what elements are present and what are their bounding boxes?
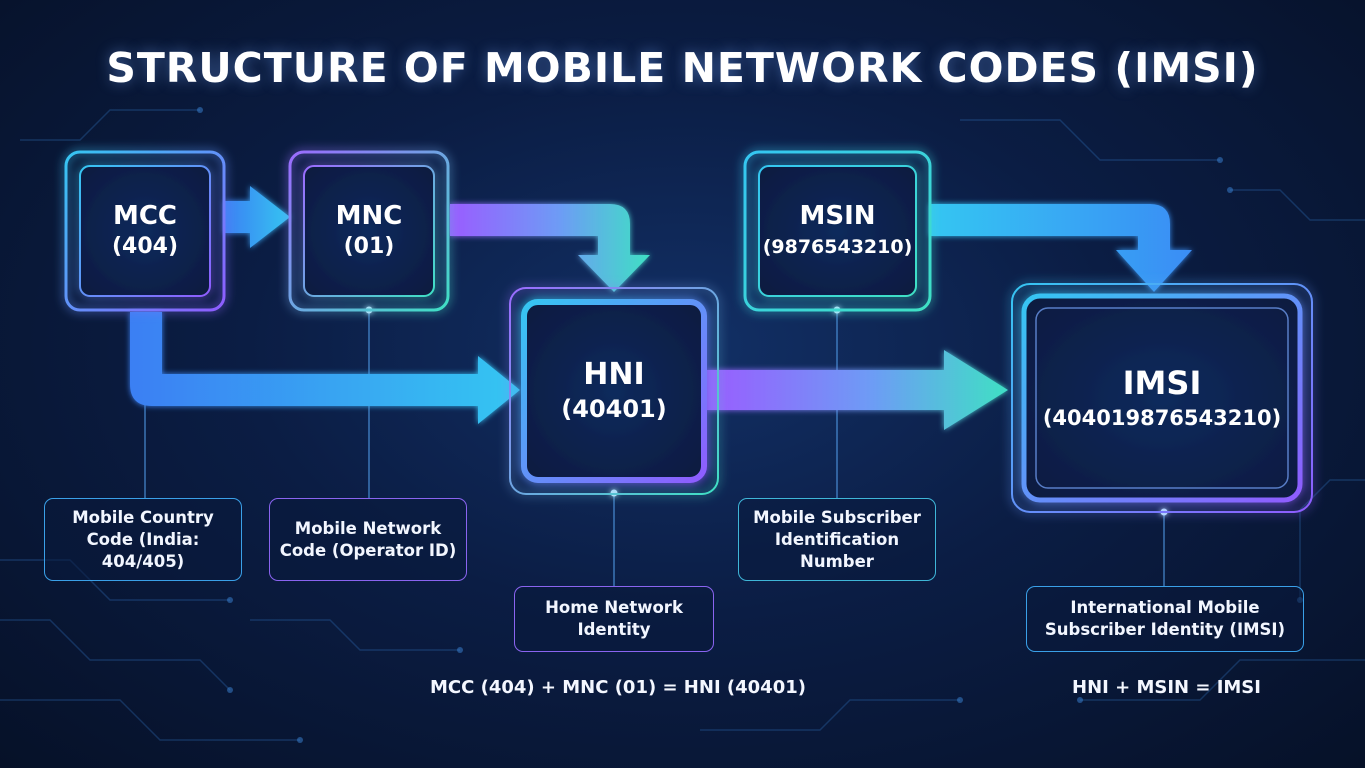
arrow-mcc-to-mnc bbox=[224, 186, 290, 248]
mnc-value: (01) bbox=[343, 234, 395, 259]
hni-description: Home Network Identity bbox=[514, 586, 714, 652]
imsi-code: IMSI bbox=[1122, 364, 1202, 402]
mcc-value: (404) bbox=[111, 234, 179, 259]
msin-code: MSIN bbox=[799, 201, 876, 231]
mnc-node: MNC (01) bbox=[304, 166, 434, 296]
msin-node: MSIN (9876543210) bbox=[759, 166, 916, 296]
imsi-node: IMSI (404019876543210) bbox=[1024, 296, 1300, 500]
mnc-frame bbox=[288, 150, 450, 312]
mcc-code: MCC bbox=[112, 201, 178, 231]
imsi-description: International Mobile Subscriber Identity… bbox=[1026, 586, 1304, 652]
msin-value: (9876543210) bbox=[762, 236, 913, 258]
hni-frame bbox=[509, 287, 719, 495]
arrow-hni-to-imsi bbox=[706, 350, 1008, 430]
hni-formula: MCC (404) + MNC (01) = HNI (40401) bbox=[430, 677, 806, 698]
page-title: STRUCTURE OF MOBILE NETWORK CODES (IMSI) bbox=[106, 44, 1259, 92]
msin-frame bbox=[743, 150, 932, 312]
arrow-mcc-to-hni bbox=[130, 312, 520, 424]
arrow-msin-to-imsi bbox=[930, 204, 1192, 292]
arrow-mnc-to-hni bbox=[450, 204, 650, 292]
mcc-frame bbox=[64, 150, 226, 312]
imsi-frame bbox=[1011, 283, 1313, 513]
mcc-node: MCC (404) bbox=[80, 166, 210, 296]
mnc-code: MNC bbox=[335, 201, 403, 231]
hni-node: HNI (40401) bbox=[524, 302, 704, 480]
mnc-description: Mobile Network Code (Operator ID) bbox=[269, 498, 467, 581]
imsi-value: (404019876543210) bbox=[1042, 406, 1282, 430]
hni-code: HNI bbox=[583, 357, 645, 392]
circuit-background bbox=[0, 109, 1365, 741]
imsi-formula: HNI + MSIN = IMSI bbox=[1072, 677, 1261, 698]
msin-description: Mobile Subscriber Identification Number bbox=[738, 498, 936, 581]
hni-value: (40401) bbox=[561, 395, 667, 423]
mcc-description: Mobile Country Code (India: 404/405) bbox=[44, 498, 242, 581]
